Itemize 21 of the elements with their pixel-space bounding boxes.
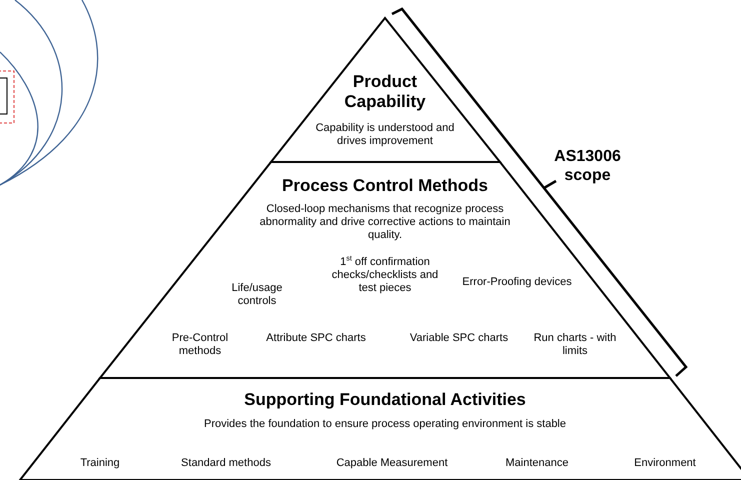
scope-label: AS13006 scope <box>553 147 622 186</box>
method-label: Variable SPC charts <box>409 332 509 346</box>
method-label: Run charts - with limits <box>532 332 618 358</box>
tier-description: Closed-loop mechanisms that recognize process abnormality and drive corrective actions to maintain quality. <box>258 203 512 243</box>
activity-label: Training <box>79 457 121 470</box>
activity-label: Environment <box>633 457 697 470</box>
activity-label: Maintenance <box>504 457 570 470</box>
pyramid-tier <box>271 16 503 164</box>
tier-heading: Supporting Foundational Activities <box>243 390 527 410</box>
method-label: Pre-Control methods <box>170 332 230 358</box>
tier-description: Capability is understood and drives improvement <box>314 122 456 148</box>
activity-label: Capable Measurement <box>335 457 449 470</box>
method-label: Error-Proofing devices <box>462 276 572 290</box>
pyramid-tier <box>18 376 741 480</box>
tier-description: Provides the foundation to ensure process operating environment is stable <box>203 418 567 432</box>
method-label: Life/usage controls <box>230 282 284 308</box>
activity-label: Standard methods <box>180 457 272 470</box>
tier-heading: Process Control Methods <box>281 176 489 196</box>
tier-heading: Product Capability <box>343 72 427 113</box>
method-label: Attribute SPC charts <box>266 332 366 346</box>
method-label: 1$^{st}$ off confirmation checks/checklists and test pieces <box>330 256 440 296</box>
